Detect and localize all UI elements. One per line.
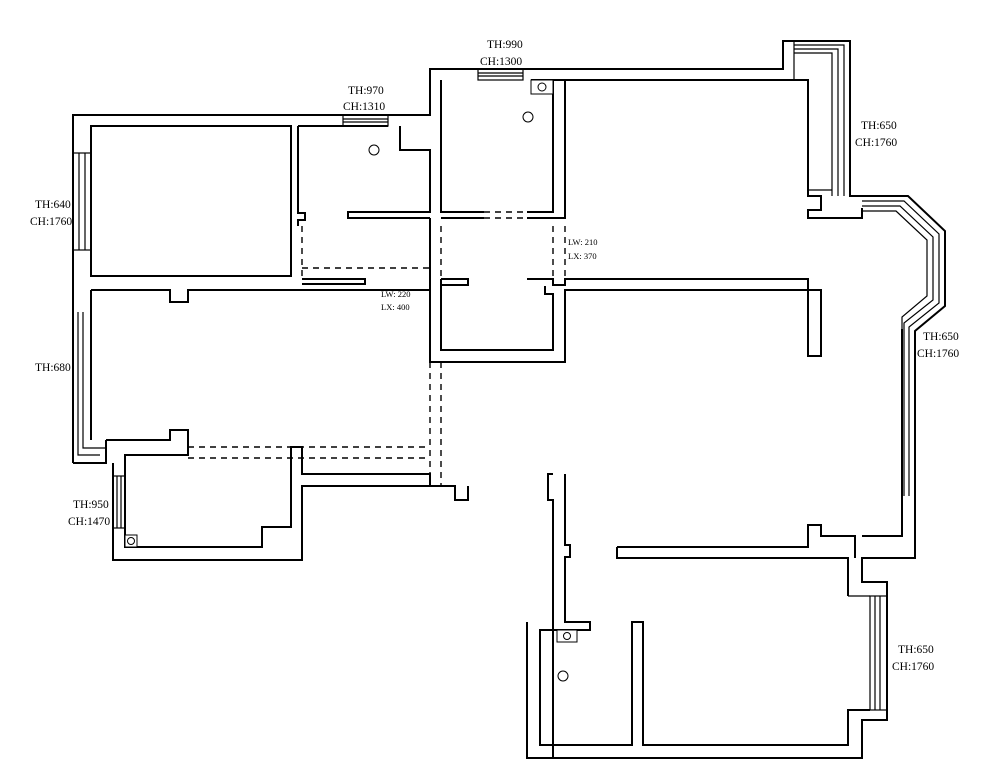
window-right-top <box>793 41 845 196</box>
window-left-top <box>72 152 92 251</box>
label-left-bot-th: TH:950 <box>73 499 109 511</box>
label-right-mid-th: TH:650 <box>923 331 959 343</box>
label-right-bot-ch: CH:1760 <box>892 661 934 673</box>
label-left-top-ch: CH:1760 <box>30 216 72 228</box>
label-right-top-th: TH:650 <box>861 120 897 132</box>
label-top-left-ch: CH:1310 <box>343 101 385 113</box>
window-left-bot <box>112 475 126 529</box>
drain-icon <box>522 111 534 123</box>
window-right-bot <box>848 595 888 711</box>
windows <box>72 41 940 711</box>
drain-icon <box>368 144 380 156</box>
window-top-mid <box>477 68 524 81</box>
window-top-left <box>342 114 389 127</box>
window-left-mid <box>72 312 106 463</box>
label-right-top-ch: CH:1760 <box>855 137 897 149</box>
beam-b-lx: LX: 370 <box>568 251 597 261</box>
window-labels: TH:970 CH:1310 TH:990 CH:1300 TH:640 CH:… <box>30 39 959 673</box>
label-right-bot-th: TH:650 <box>898 644 934 656</box>
label-top-mid-th: TH:990 <box>487 39 523 51</box>
label-top-mid-ch: CH:1300 <box>480 56 522 68</box>
beam-b-lw: LW: 210 <box>568 237 598 247</box>
interior-walls <box>90 79 903 758</box>
fixtures <box>124 79 578 682</box>
label-left-bot-ch: CH:1470 <box>68 516 110 528</box>
label-top-left-th: TH:970 <box>348 85 384 97</box>
window-right-mid <box>862 200 940 496</box>
label-left-top-th: TH:640 <box>35 199 71 211</box>
exterior-walls <box>72 40 946 759</box>
drain-icon <box>557 670 569 682</box>
label-left-mid-th: TH:680 <box>35 362 71 374</box>
dashed-openings <box>188 211 566 527</box>
label-right-mid-ch: CH:1760 <box>917 348 959 360</box>
beam-a-lw: LW: 220 <box>381 289 411 299</box>
beam-labels: LW: 220 LX: 400 LW: 210 LX: 370 <box>381 237 598 312</box>
beam-a-lx: LX: 400 <box>381 302 410 312</box>
